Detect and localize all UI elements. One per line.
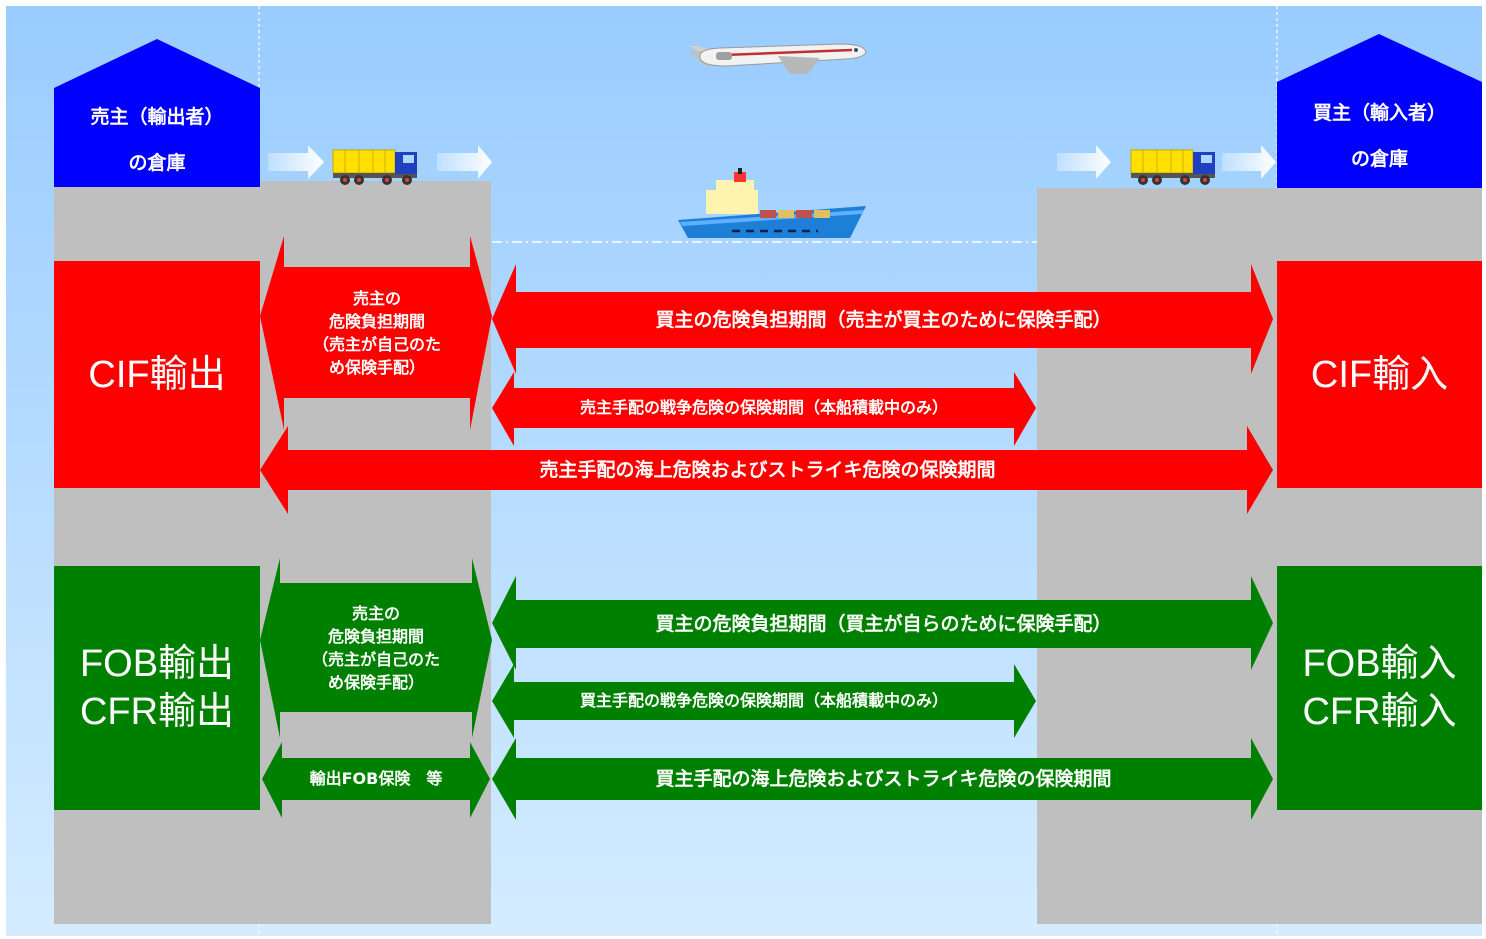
buyer-warehouse-label: 買主（輸入者） の倉庫 [1312,102,1446,170]
fob-marine-risk-label: 買主手配の海上危険およびストライキ危険の保険期間 [655,768,1112,790]
cif-war-risk-label: 売主手配の戦争危険の保険期間（本船積載中のみ） [579,398,948,417]
move-arrow-icon [268,145,324,179]
fob-import-block [1277,566,1482,810]
seller-warehouse-shape [54,39,260,187]
fob-buyer-risk-label: 買主の危険負担期間（買主が自らのために保険手配） [655,613,1112,635]
buyer-warehouse-shape [1277,34,1482,188]
cif-export-label: CIF輸出 [88,353,226,396]
cif-seller-risk-label: 売主の 危険負担期間 （売主が自己のた め保険手配） [312,288,441,377]
fob-buyer-risk-arrow [492,576,1273,670]
fob-export-label: FOB輸出 CFR輸出 [79,643,235,733]
cif-buyer-risk-arrow [492,264,1273,374]
ship-icon [678,168,866,238]
move-arrow-icon [437,145,492,179]
cif-marine-risk-arrow [260,426,1273,514]
move-arrow-icon [1222,145,1276,179]
fob-export-block [54,566,260,810]
cif-marine-risk-label: 売主手配の海上危険およびストライキ危険の保険期間 [539,459,996,481]
cif-import-label: CIF輸入 [1310,353,1449,396]
move-arrow-icon [1057,145,1111,179]
fob-war-risk-label: 買主手配の戦争危険の保険期間（本船積載中のみ） [579,691,948,710]
cif-import-block [1277,261,1482,488]
fob-war-risk-arrow [492,664,1036,738]
seller-warehouse-label: 売主（輸出者） の倉庫 [90,106,224,174]
fob-marine-risk-arrow [492,738,1273,820]
cif-export-block [54,261,260,488]
fob-import-label: FOB輸入 CFR輸入 [1302,643,1457,733]
fob-export-fob-arrow [262,742,490,818]
fob-export-fob-label: 輸出FOB保険 等 [309,769,443,788]
truck-icon [332,149,417,185]
fob-seller-risk-label: 売主の 危険負担期間 （売主が自己のた め保険手配） [311,603,440,692]
cif-war-risk-arrow [492,372,1036,446]
cif-buyer-risk-label: 買主の危険負担期間（売主が買主のために保険手配） [655,309,1112,331]
airplane-icon [688,43,867,74]
fob-seller-risk-arrow [260,558,492,738]
truck-icon [1130,149,1215,185]
cif-seller-risk-arrow [260,236,492,430]
